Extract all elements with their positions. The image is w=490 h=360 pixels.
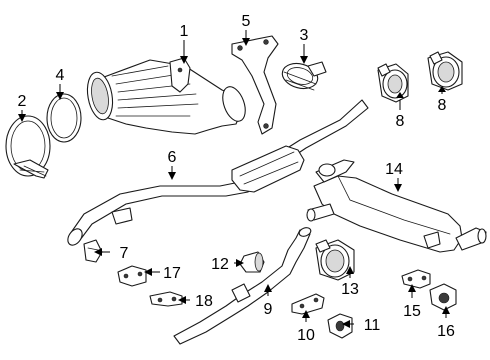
bracket	[231, 35, 279, 135]
callout-4: 4	[56, 67, 65, 84]
callout-6: 6	[168, 149, 177, 166]
insulator	[429, 283, 457, 311]
callout-2: 2	[18, 93, 27, 110]
clamp	[281, 61, 327, 91]
tail-pipe-tip	[427, 51, 463, 91]
hanger-bracket	[401, 269, 431, 289]
callout-8a: 8	[396, 113, 405, 130]
callout-9: 9	[264, 301, 273, 318]
tail-pipe-tip	[377, 63, 409, 103]
catalytic-converter	[86, 57, 246, 135]
intermediate-pipe	[67, 99, 369, 246]
hanger-clip	[83, 239, 103, 263]
leader-lines	[18, 30, 450, 328]
callout-18: 18	[195, 293, 213, 310]
callout-15: 15	[403, 303, 421, 320]
insulator	[327, 313, 353, 339]
callout-labels: 1 2 3 4 5 6 7 8 8 9 10 11 12 13 14 15 16…	[18, 13, 455, 344]
callout-16: 16	[437, 323, 455, 340]
callout-7: 7	[120, 245, 129, 262]
callout-17: 17	[163, 265, 181, 282]
muffler	[306, 159, 487, 253]
callout-14: 14	[385, 161, 403, 178]
callout-3: 3	[300, 27, 309, 44]
seal	[239, 251, 265, 273]
callout-13: 13	[341, 281, 359, 298]
callout-11: 11	[364, 317, 381, 334]
bracket	[291, 293, 325, 315]
band-clamp	[5, 115, 51, 179]
gasket	[46, 93, 82, 143]
hanger-bracket	[149, 291, 183, 307]
callout-5: 5	[242, 13, 251, 30]
hanger-bracket	[117, 265, 147, 287]
callout-10: 10	[297, 327, 315, 344]
callout-12: 12	[211, 256, 229, 273]
callout-8b: 8	[438, 97, 447, 114]
front-pipe	[173, 227, 312, 345]
callout-1: 1	[180, 23, 189, 40]
tail-pipe-tip	[315, 239, 355, 281]
